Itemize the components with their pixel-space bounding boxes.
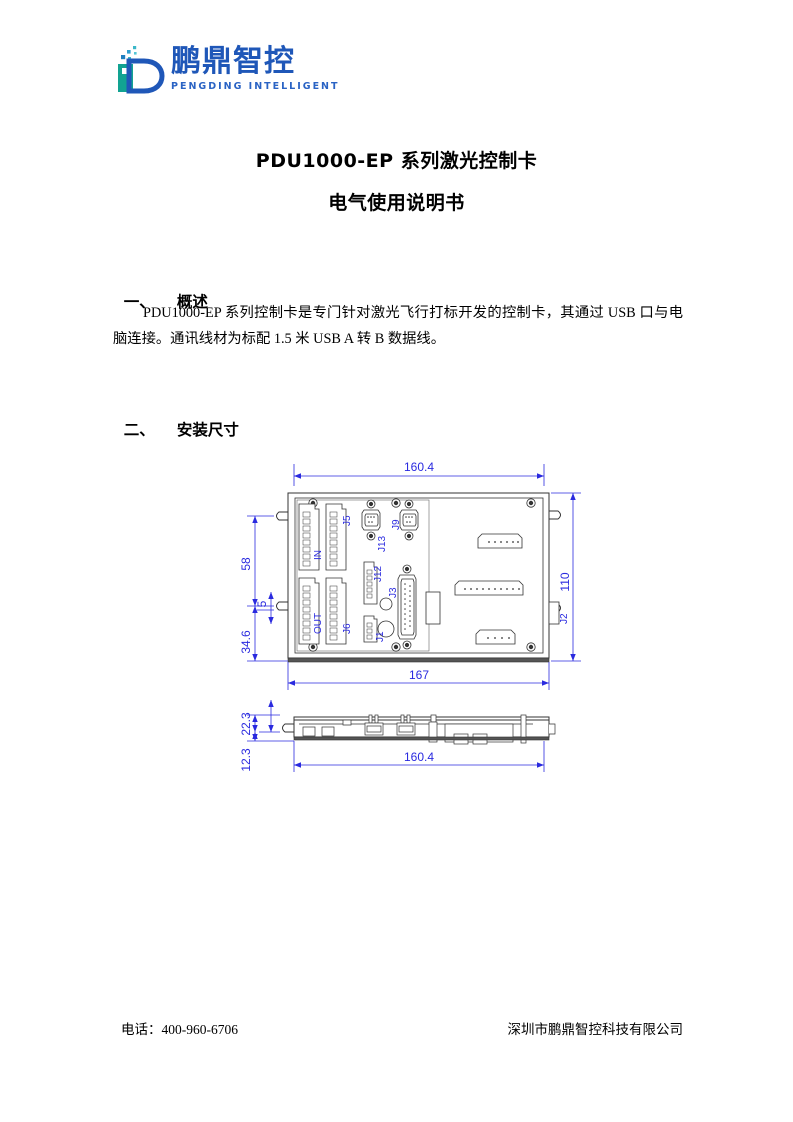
logo-chinese-name: 鹏鼎智控 [171,44,295,79]
dim-left-34-6: 34.6 [239,630,253,654]
dim-side-12-3: 12.3 [239,748,253,772]
dim-left-58: 58 [239,557,253,571]
overview-paragraph: PDU1000-EP 系列控制卡是专门针对激光飞行打标开发的控制卡，其通过 US… [113,305,683,347]
pengding-d-logo-icon [113,44,165,96]
document-title-line1: PDU1000-EP 系列激光控制卡 [255,150,538,172]
label-j12: J12 [373,565,384,582]
section-heading-dimensions: 二、 安装尺寸 [113,400,239,440]
label-in: IN [313,550,324,560]
installation-dimension-drawing: 160.4 [233,452,593,822]
label-out: OUT [313,613,324,634]
label-j13: J13 [377,535,388,552]
label-j3: J3 [388,587,399,598]
dim-side-width: 160.4 [404,750,434,764]
label-j6: J6 [342,623,353,634]
dim-left-5: 5 [255,600,269,607]
section-2-number: 二、 [123,421,155,439]
logo-english-name: PENGDING INTELLIGENT [171,80,340,92]
dim-top-width: 160.4 [404,460,434,474]
document-title-line2: 电气使用说明书 [328,192,465,214]
footer-phone: 电话：400-960-6706 [121,1022,238,1037]
label-j9: J9 [391,519,402,530]
dim-side-22-3: 22.3 [239,712,253,736]
dim-bottom-width: 167 [409,668,429,682]
page-footer: 电话：400-960-6706 深圳市鹏鼎智控科技有限公司 [0,1018,793,1042]
section-1-number: 一、 [123,293,155,311]
label-j1: J1 [375,631,386,642]
label-j5: J5 [342,515,353,526]
dim-right-height: 110 [558,572,572,591]
section-1-title: 概述 [176,293,208,311]
footer-company: 深圳市鹏鼎智控科技有限公司 [507,1022,684,1037]
label-j2: J2 [559,613,570,624]
company-logo: 鹏鼎智控 PENGDING INTELLIGENT [113,44,340,96]
section-heading-overview: 一、 概述 [113,272,208,312]
section-2-title: 安装尺寸 [176,421,239,439]
